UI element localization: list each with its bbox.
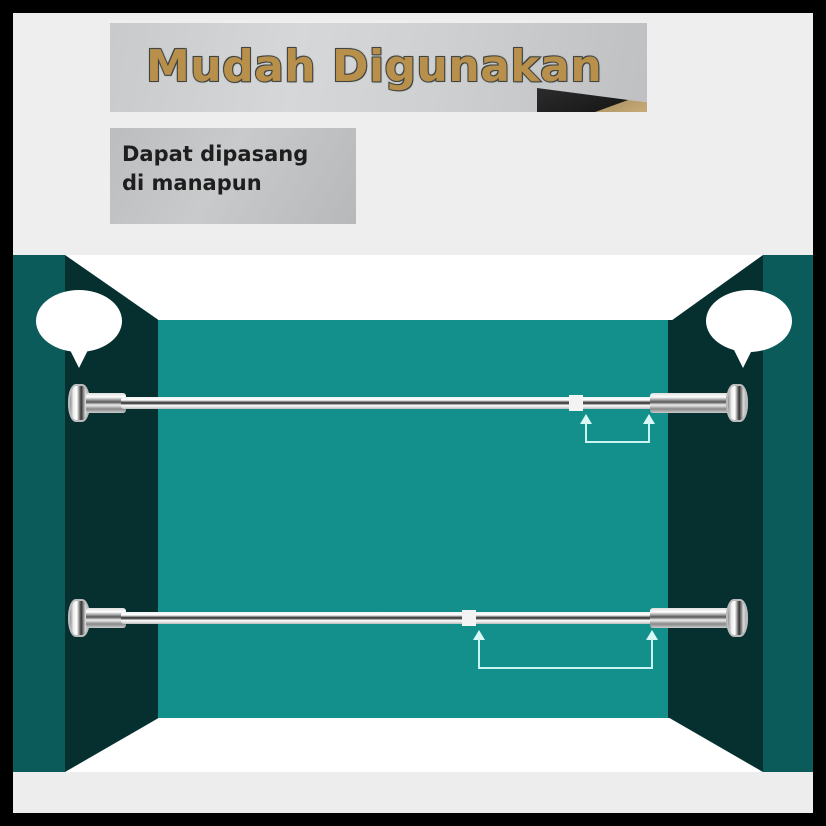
right-sleeve (650, 393, 730, 413)
room-scene (13, 255, 813, 772)
bottom-strip (13, 772, 813, 813)
rod-tube (121, 612, 653, 624)
left-speech-bubble (36, 290, 122, 368)
right-end-cap-icon (726, 384, 748, 422)
subtitle-text: Dapat dipasang di manapun (122, 142, 309, 195)
floor (65, 718, 763, 772)
ceiling (65, 255, 763, 320)
back-wall (158, 320, 668, 718)
right-speech-bubble (706, 290, 792, 368)
product-image-canvas: Mudah Digunakan Dapat dipasang di manapu… (13, 13, 813, 813)
rod-tube (121, 397, 653, 409)
extension-marker (462, 610, 476, 626)
title-banner: Mudah Digunakan (110, 23, 647, 112)
left-sleeve (86, 393, 126, 413)
left-sleeve (86, 608, 126, 628)
right-end-cap-icon (726, 599, 748, 637)
title-heading: Mudah Digunakan (145, 40, 603, 93)
subtitle-box: Dapat dipasang di manapun (110, 128, 356, 224)
right-sleeve (650, 608, 730, 628)
left-end-cap-icon (68, 384, 90, 422)
extension-marker (569, 395, 583, 411)
left-end-cap-icon (68, 599, 90, 637)
